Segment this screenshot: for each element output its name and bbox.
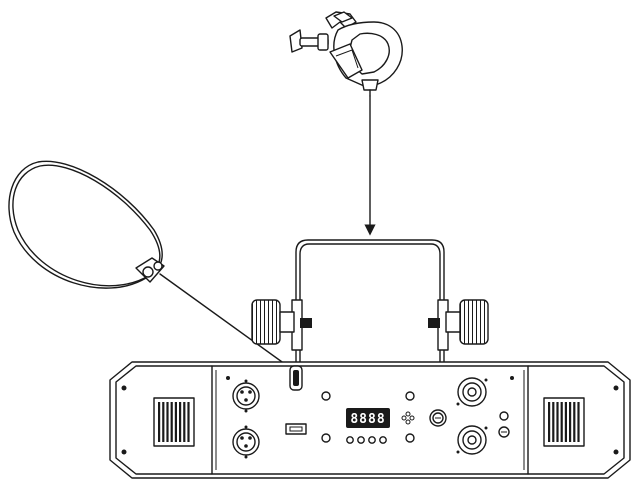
vent-slat	[187, 402, 190, 442]
led-display: 8888	[346, 408, 390, 428]
down-button[interactable]	[368, 436, 376, 444]
menu-buttons[interactable]	[346, 436, 387, 444]
vent-slat	[573, 402, 576, 442]
vent-slat	[158, 402, 161, 442]
vent-slat	[162, 402, 165, 442]
vent-right	[543, 397, 585, 447]
bracket-knob-left	[251, 299, 312, 345]
vent-slat	[170, 402, 173, 442]
power-out-connector[interactable]	[456, 425, 488, 455]
vent-slat	[569, 402, 572, 442]
microphone	[401, 411, 415, 425]
led-display-text: 8888	[350, 412, 385, 427]
vent-slat	[183, 402, 186, 442]
enter-button[interactable]	[379, 436, 387, 444]
vent-slat	[564, 402, 567, 442]
up-button[interactable]	[357, 436, 365, 444]
vent-slat	[560, 402, 563, 442]
dmx-out-connector[interactable]	[232, 425, 260, 459]
bracket-knob-right	[428, 299, 489, 345]
mounting-bracket	[291, 239, 449, 363]
vent-slat	[556, 402, 559, 442]
vent-slat	[552, 402, 555, 442]
power-in-connector[interactable]	[456, 377, 488, 407]
safety-eyelet	[289, 365, 303, 391]
fuse-holder[interactable]	[429, 409, 447, 427]
vent-slat	[179, 402, 182, 442]
ground-screw	[498, 411, 510, 438]
vent-slat	[548, 402, 551, 442]
vent-slat	[166, 402, 169, 442]
safety-cable	[8, 160, 301, 376]
usb-port[interactable]	[285, 423, 307, 435]
menu-button[interactable]	[346, 436, 354, 444]
dmx-in-connector[interactable]	[232, 379, 260, 413]
vent-slat	[577, 402, 580, 442]
mounting-clamp	[289, 11, 403, 97]
vent-slat	[174, 402, 177, 442]
vent-left	[153, 397, 195, 447]
indicator-holes	[321, 391, 415, 443]
